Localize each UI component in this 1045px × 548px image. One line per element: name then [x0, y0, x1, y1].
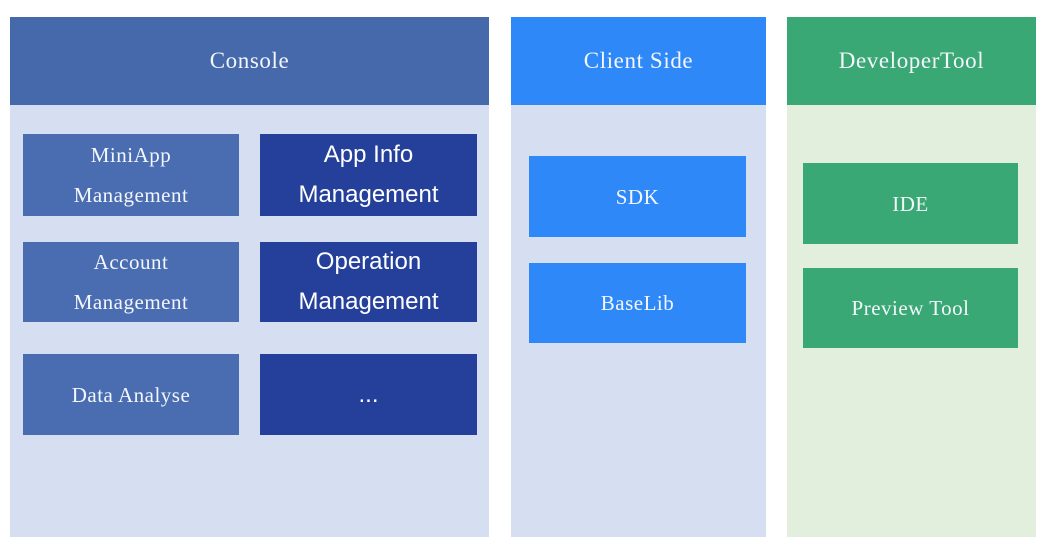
item-label-line: Preview Tool: [851, 296, 970, 320]
console-header: Console: [10, 17, 489, 105]
developer-item-preview-tool: Preview Tool: [803, 268, 1018, 348]
developer-tool-body: IDE Preview Tool: [787, 105, 1036, 537]
console-item-app-info-management: App Info Management: [260, 134, 477, 216]
developer-tool-title: DeveloperTool: [838, 48, 985, 73]
console-body: MiniApp Management App Info Management A…: [10, 105, 489, 537]
item-label-line: Account: [93, 250, 169, 274]
console-title: Console: [209, 48, 290, 73]
console-item-account-management: Account Management: [23, 242, 239, 322]
item-label-line: Management: [73, 290, 189, 314]
client-item-baselib: BaseLib: [529, 263, 746, 343]
item-label-line: Data Analyse: [71, 382, 191, 407]
developer-tool-panel: DeveloperTool IDE Preview Tool: [787, 17, 1036, 537]
client-side-body: SDK BaseLib: [511, 105, 766, 537]
item-label-line: App Info: [323, 141, 414, 168]
client-side-title: Client Side: [583, 48, 694, 73]
console-item-miniapp-management: MiniApp Management: [23, 134, 239, 216]
item-label-line: BaseLib: [600, 291, 675, 315]
item-label-line: Management: [73, 183, 189, 207]
developer-item-ide: IDE: [803, 163, 1018, 244]
item-label-line: ...: [358, 380, 379, 408]
console-panel: Console MiniApp Management App Info Mana…: [10, 17, 489, 537]
item-label-line: IDE: [892, 191, 929, 216]
item-label-line: Operation: [315, 248, 422, 275]
console-item-data-analyse: Data Analyse: [23, 354, 239, 435]
console-item-ellipsis: ...: [260, 354, 477, 435]
item-label-line: MiniApp: [90, 143, 172, 167]
developer-tool-header: DeveloperTool: [787, 17, 1036, 105]
client-side-header: Client Side: [511, 17, 766, 105]
item-label-line: Management: [298, 181, 439, 208]
console-item-operation-management: Operation Management: [260, 242, 477, 322]
client-side-panel: Client Side SDK BaseLib: [511, 17, 766, 537]
item-label-line: SDK: [615, 184, 660, 209]
item-label-line: Management: [298, 288, 439, 315]
client-item-sdk: SDK: [529, 156, 746, 237]
